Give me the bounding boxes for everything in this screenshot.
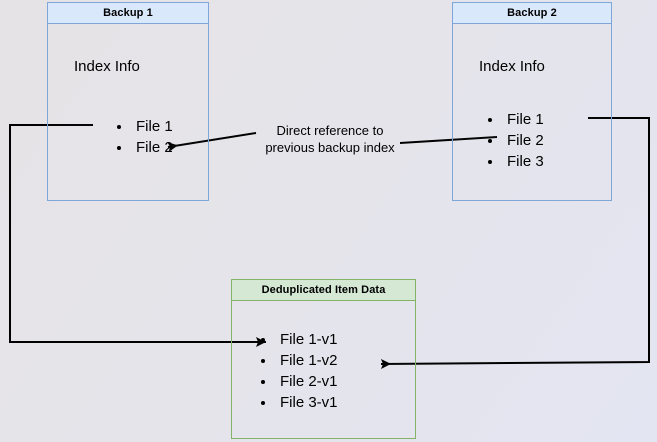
list-item: File 2-v1 [276,371,338,392]
connector-backup2-to-dedup [380,117,650,369]
list-item: File 1 [503,109,544,130]
note-line-1: Direct reference to [276,123,384,138]
connector-backup1-to-dedup [9,124,266,347]
connector-backup2-to-backup1-b [167,132,257,152]
backup-2-index-label: Index Info [479,58,545,75]
list-item: File 3-v1 [276,392,338,413]
list-item: File 1-v1 [276,329,338,350]
backup-1-box[interactable]: Backup 1 Index Info File 1 File 2 [47,2,209,201]
dedup-body: File 1-v1 File 1-v2 File 2-v1 File 3-v1 [231,301,416,439]
backup-1-index-label: Index Info [74,58,140,75]
backup-1-body: Index Info File 1 File 2 [47,24,209,201]
dedup-item-list: File 1-v1 File 1-v2 File 2-v1 File 3-v1 [254,329,338,413]
list-item: File 2 [503,130,544,151]
list-item: File 1-v2 [276,350,338,371]
deduplicated-item-data-box[interactable]: Deduplicated Item Data File 1-v1 File 1-… [231,279,416,439]
connector-backup2-to-backup1-a [399,136,498,144]
backup-2-file-list: File 1 File 2 File 3 [481,109,544,172]
backup-2-body: Index Info File 1 File 2 File 3 [452,24,612,201]
list-item: File 1 [132,116,173,137]
direct-reference-note: Direct reference to previous backup inde… [250,122,410,156]
backup-2-header: Backup 2 [452,2,612,24]
backup-1-file-list: File 1 File 2 [110,116,173,158]
backup-2-box[interactable]: Backup 2 Index Info File 1 File 2 File 3 [452,2,612,201]
note-line-2: previous backup index [265,140,395,155]
dedup-header: Deduplicated Item Data [231,279,416,301]
list-item: File 2 [132,137,173,158]
list-item: File 3 [503,151,544,172]
backup-1-header: Backup 1 [47,2,209,24]
